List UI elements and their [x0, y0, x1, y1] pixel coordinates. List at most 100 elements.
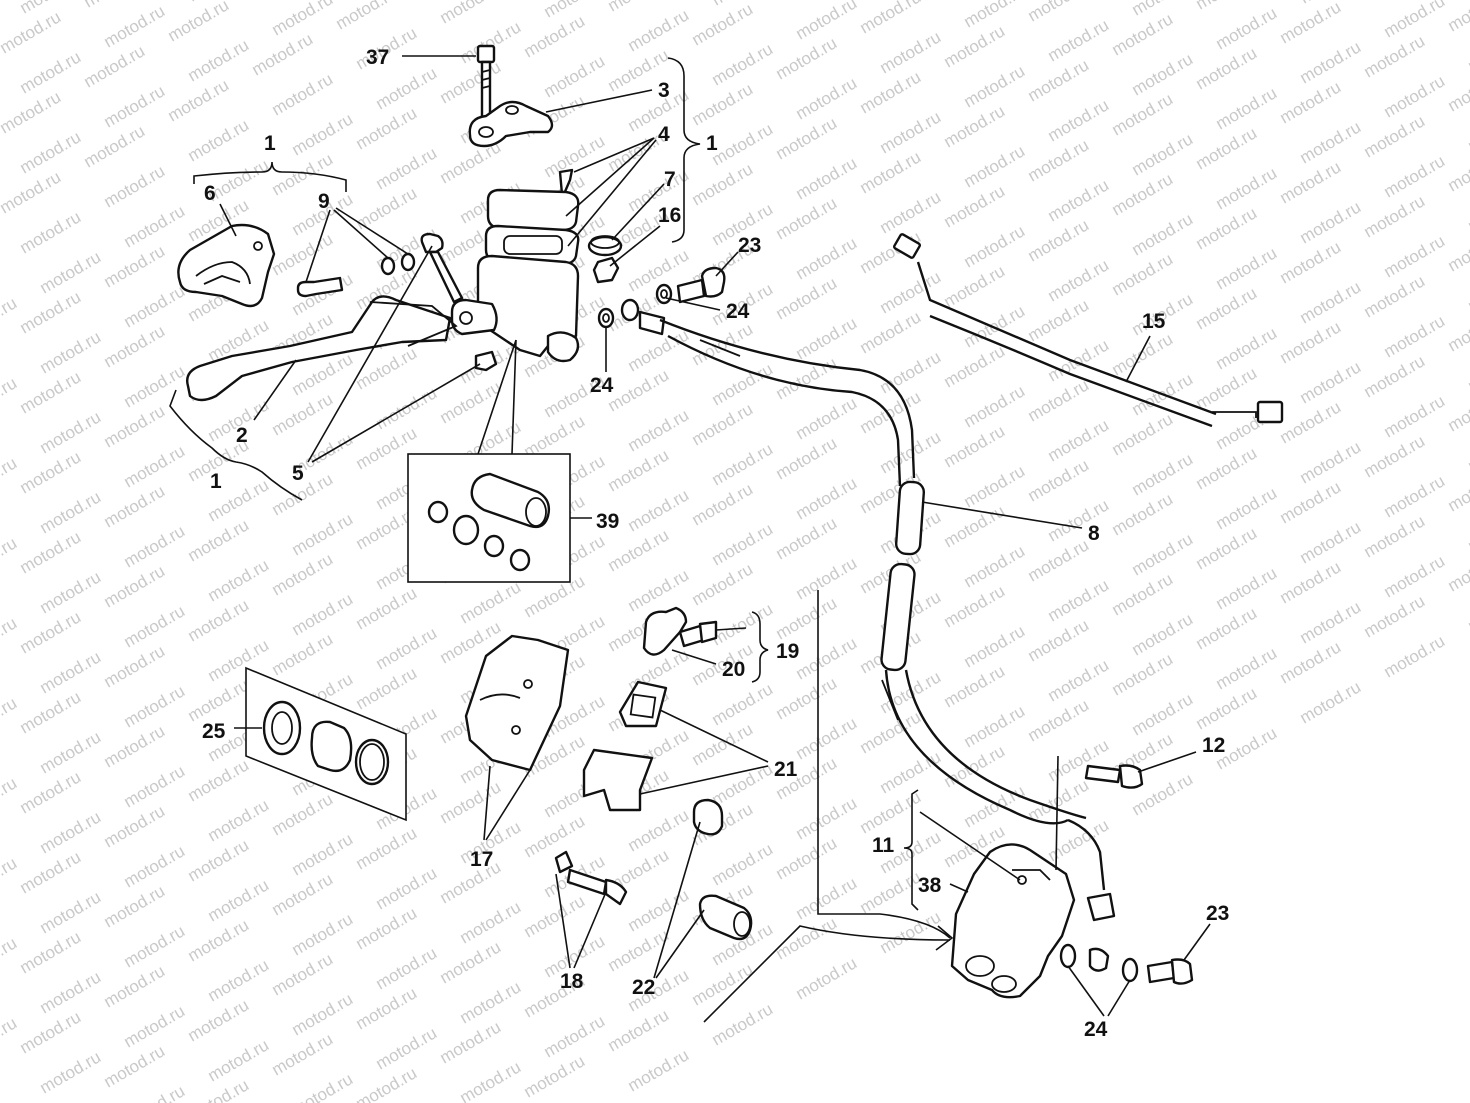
callout-2: 2 [236, 424, 248, 447]
watermark-text: motod.ru [1465, 505, 1470, 555]
callout-15: 15 [1142, 310, 1166, 333]
cap-7 [587, 235, 623, 257]
master-cylinder-body [450, 254, 580, 363]
callout-38: 38 [918, 874, 942, 897]
callout-6: 6 [204, 182, 216, 205]
watermark-text: motod.ru [1445, 0, 1470, 35]
banjo-fitting-19 [642, 606, 718, 656]
watermark-text: motod.ru [101, 161, 169, 211]
watermark-text: motod.ru [0, 533, 20, 583]
callout-25: 25 [202, 720, 226, 743]
brake-caliper-38 [950, 843, 1076, 999]
brake-hose-8 [659, 318, 1106, 891]
kit-39 [407, 453, 571, 583]
brake-switch-wire-15 [893, 233, 1284, 428]
bushing-22-bottom [698, 894, 753, 941]
watermark-text: motod.ru [1465, 265, 1470, 315]
watermark-text: motod.ru [0, 87, 64, 137]
watermark-text: motod.ru [1297, 677, 1365, 727]
callout-24-bottom: 24 [1084, 1018, 1108, 1041]
watermark-text: motod.ru [625, 1045, 693, 1095]
watermark-text: motod.ru [1277, 0, 1345, 47]
assembly-arrow [703, 590, 954, 1023]
watermark-text: motod.ru [0, 933, 20, 983]
callout-24-right: 24 [726, 300, 750, 323]
watermark-text: motod.ru [793, 953, 861, 1003]
watermark-text: motod.ru [1465, 345, 1470, 395]
watermark-text: motod.ru [689, 0, 757, 49]
banjo-bolt-23-bottom [1146, 958, 1194, 985]
watermark-text: motod.ru [1445, 65, 1470, 115]
bolt-37 [476, 44, 496, 132]
watermark-text: motod.ru [289, 1069, 357, 1103]
callout-23-top: 23 [738, 234, 761, 257]
watermark-text: motod.ru [17, 207, 85, 257]
callout-37: 37 [366, 46, 389, 69]
watermark-text: motod.ru [1445, 145, 1470, 195]
watermark-text: motod.ru [1193, 0, 1261, 13]
piston-kit-25 [245, 666, 407, 822]
watermark-text: motod.ru [0, 693, 20, 743]
watermark-text: motod.ru [1465, 25, 1470, 75]
watermark-text: motod.ru [185, 115, 253, 165]
watermark-text: motod.ru [0, 293, 20, 343]
watermark-text: motod.ru [0, 167, 64, 217]
callout-11: 11 [872, 834, 895, 857]
callout-7: 7 [664, 168, 676, 191]
watermark-text: motod.ru [0, 853, 20, 903]
callout-4: 4 [658, 123, 670, 146]
watermark-text: motod.ru [333, 0, 401, 33]
brake-pad-21 [582, 748, 654, 812]
watermark-text: motod.ru [1381, 631, 1449, 681]
callout-5: 5 [292, 462, 304, 485]
callout-16: 16 [658, 204, 681, 227]
watermark-text: motod.ru [0, 373, 20, 423]
clamp-3 [468, 100, 554, 148]
callout-24-left: 24 [590, 374, 614, 397]
watermark-text: motod.ru [1445, 465, 1470, 515]
watermark-text: motod.ru [0, 773, 20, 823]
watermark-text: motod.ru [269, 69, 337, 119]
watermark-text: motod.ru [1445, 385, 1470, 435]
pad-pin-18 [554, 850, 628, 906]
washer-24-right [655, 283, 673, 305]
leader-lines [169, 55, 1211, 1017]
watermark-text: motod.ru [437, 0, 505, 27]
callout-17: 17 [470, 848, 493, 871]
watermark-text: motod.ru [1025, 0, 1093, 25]
watermark-text: motod.ru [1445, 545, 1470, 595]
watermark-text: motod.ru [0, 7, 64, 57]
callout-39: 39 [596, 510, 619, 533]
callout-1-top: 1 [706, 132, 718, 155]
master-cylinder-assembly [450, 44, 726, 363]
watermark-text: motod.ru [0, 1013, 20, 1063]
pad-holder-17 [464, 634, 570, 772]
washer-24-left [597, 307, 615, 329]
callout-1-left: 1 [264, 132, 276, 155]
watermark-text: motod.ru [1465, 105, 1470, 155]
callout-labels: 37 3 4 1 7 16 23 24 24 1 6 9 2 5 1 39 15… [202, 46, 1229, 1041]
watermark-text: motod.ru [1465, 425, 1470, 475]
watermark-text: motod.ru [773, 0, 841, 3]
callout-18: 18 [560, 970, 584, 993]
watermark-text: motod.ru [457, 1057, 525, 1103]
callout-21: 21 [774, 758, 798, 781]
watermark-text: motod.ru [1361, 0, 1429, 1]
mount-bolt-12 [1084, 764, 1144, 789]
bushing-22-top [692, 798, 724, 836]
watermark-text: motod.ru [857, 0, 925, 37]
callout-12: 12 [1202, 734, 1225, 757]
watermark-text: motod.ru [1465, 185, 1470, 235]
callout-8: 8 [1088, 522, 1100, 545]
brake-lever-2 [186, 295, 458, 402]
screw-9 [296, 252, 416, 298]
screw-4 [558, 168, 574, 196]
banjo-bolt-23-top [676, 266, 726, 304]
pad-spring-21 [618, 680, 668, 728]
callout-23-bottom: 23 [1206, 902, 1229, 925]
callout-20: 20 [722, 658, 745, 681]
callout-19: 19 [776, 640, 799, 663]
watermark-text: motod.ru [605, 0, 673, 15]
watermark-text: motod.ru [81, 0, 149, 11]
